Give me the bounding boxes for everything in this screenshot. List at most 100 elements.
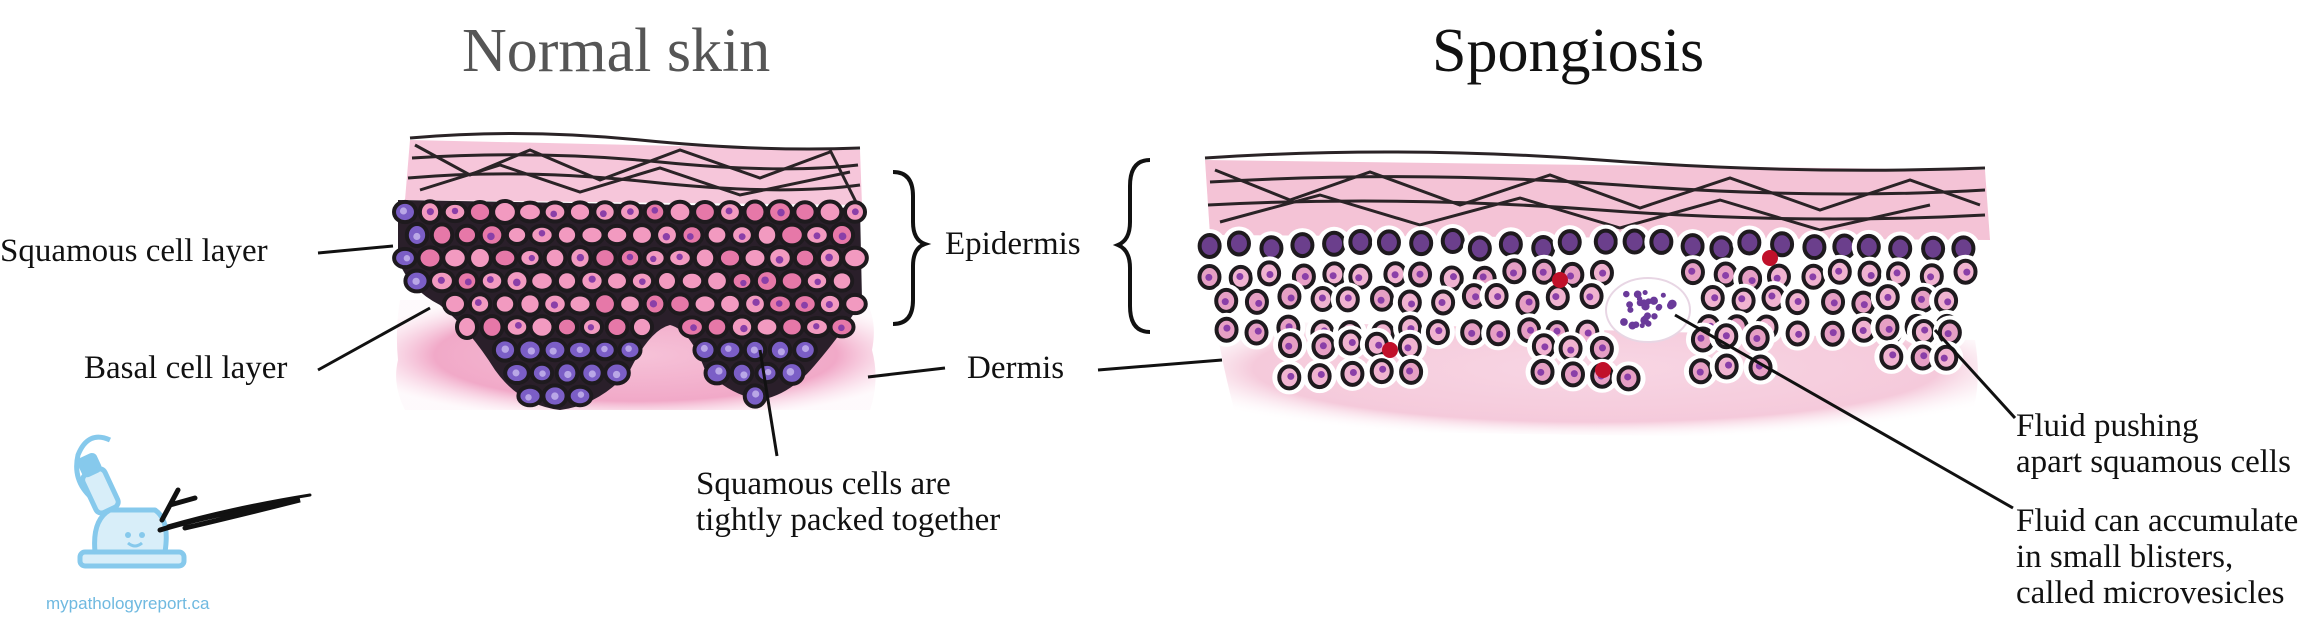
cell-nucleus (649, 300, 658, 308)
squamous-cell (554, 315, 580, 339)
squamous-cell (491, 199, 519, 225)
cell-nucleus (1809, 273, 1817, 281)
squamous-cell (617, 292, 643, 316)
normal-squamous-cells (392, 199, 869, 409)
cell-nucleus (1355, 274, 1363, 282)
label-fluid-accumulate-line2: in small blisters, (2016, 539, 2234, 575)
cell-nucleus (752, 298, 760, 306)
spongiotic-squamous-cell (1409, 230, 1434, 257)
cell-nucleus (528, 254, 536, 262)
vesicle-cell-fragment (1636, 296, 1643, 302)
squamous-cell (754, 222, 780, 248)
red-blood-cell (1595, 362, 1611, 378)
label-dermis: Dermis (967, 350, 1065, 386)
cell-nucleus (1722, 332, 1730, 340)
cell-nucleus (1348, 338, 1356, 346)
cell-nucleus (1944, 330, 1952, 338)
cell-nucleus (625, 345, 632, 352)
spongiotic-squamous-cell (1376, 229, 1401, 256)
cell-nucleus (1510, 269, 1518, 277)
leader-basal-cell-layer (317, 306, 431, 372)
cell-nucleus (538, 229, 546, 237)
cell-nucleus (1624, 373, 1632, 381)
label-basal-cell-layer: Basal cell layer (84, 350, 288, 386)
cell-nucleus (588, 275, 596, 283)
cell-nucleus (777, 348, 785, 356)
cell-nucleus (752, 390, 760, 398)
leader-lines (317, 244, 2017, 510)
cell-nucleus (801, 301, 808, 309)
cell-nucleus (1859, 327, 1867, 335)
cell-nucleus (662, 233, 671, 241)
squamous-cell (528, 314, 556, 340)
squamous-cell (704, 315, 730, 339)
cell-nucleus (1344, 294, 1352, 302)
cell-nucleus (813, 232, 821, 240)
label-tightly-packed-line1: Squamous cells are (696, 466, 951, 502)
vesicle-cell-fragment (1667, 299, 1677, 309)
cell-nucleus (1753, 335, 1761, 343)
cell-nucleus (1539, 268, 1547, 276)
cell-nucleus (1795, 330, 1803, 338)
cell-nucleus (1496, 330, 1504, 338)
cell-nucleus (612, 370, 621, 379)
cell-nucleus (1391, 271, 1399, 279)
spongiotic-squamous-cell (1197, 232, 1222, 259)
label-squamous-cell-layer: Squamous cell layer (0, 233, 268, 269)
cell-nucleus (1860, 301, 1868, 309)
vesicle-cell-fragment (1626, 301, 1633, 308)
cell-nucleus (1885, 325, 1893, 333)
squamous-cell (491, 246, 519, 270)
spongiotic-squamous-cell (1921, 235, 1946, 262)
vesicle-cell-fragment (1639, 323, 1645, 329)
cell-nucleus (715, 367, 723, 375)
cell-nucleus (626, 253, 634, 261)
squamous-cell (629, 314, 655, 340)
label-fluid-pushing-line1: Fluid pushing (2016, 408, 2199, 444)
squamous-cell (692, 200, 718, 224)
cell-nucleus (740, 279, 747, 287)
cell-nucleus (474, 299, 482, 306)
squamous-cell (829, 269, 855, 293)
cell-nucleus (813, 323, 820, 330)
spongiotic-squamous-cell (1709, 235, 1734, 262)
cell-nucleus (1773, 274, 1781, 282)
squamous-cell (604, 269, 630, 293)
cell-nucleus (1586, 293, 1594, 301)
squamous-cell (603, 223, 631, 247)
cell-nucleus (576, 253, 585, 262)
spongiotic-squamous-cell (1770, 231, 1795, 258)
leader-tightly-packed (758, 349, 779, 457)
squamous-cell (778, 222, 806, 248)
squamous-cell (542, 245, 568, 271)
cell-nucleus (639, 278, 646, 285)
cell-nucleus (1375, 341, 1383, 349)
cell-nucleus (550, 301, 559, 309)
cell-nucleus (413, 232, 421, 241)
cell-nucleus (399, 207, 408, 215)
spongiotic-squamous-cell (1348, 228, 1373, 255)
cell-nucleus (1494, 293, 1502, 301)
vesicle-cell-fragment (1651, 313, 1658, 320)
cell-nucleus (1379, 365, 1387, 373)
cell-nucleus (1552, 293, 1560, 301)
vesicle-cell-fragment (1643, 312, 1651, 320)
spongiotic-squamous-cell (1467, 235, 1492, 262)
cell-nucleus (650, 255, 657, 263)
cell-nucleus (1301, 273, 1309, 281)
cell-nucleus (1920, 352, 1928, 360)
cell-nucleus (403, 255, 411, 262)
cell-nucleus (1599, 269, 1607, 277)
cell-nucleus (1287, 372, 1295, 380)
label-fluid-pushing-line2: apart squamous cells (2016, 444, 2291, 480)
spongiotic-squamous-cell (1622, 228, 1647, 255)
squamous-cell (528, 269, 556, 293)
spongiotic-squamous-cell (1680, 233, 1705, 260)
cell-nucleus (1917, 295, 1925, 303)
cell-nucleus (464, 278, 472, 286)
cell-nucleus (1584, 329, 1592, 337)
cell-nucleus (825, 253, 833, 262)
spongiotic-squamous-cell (1259, 235, 1284, 262)
